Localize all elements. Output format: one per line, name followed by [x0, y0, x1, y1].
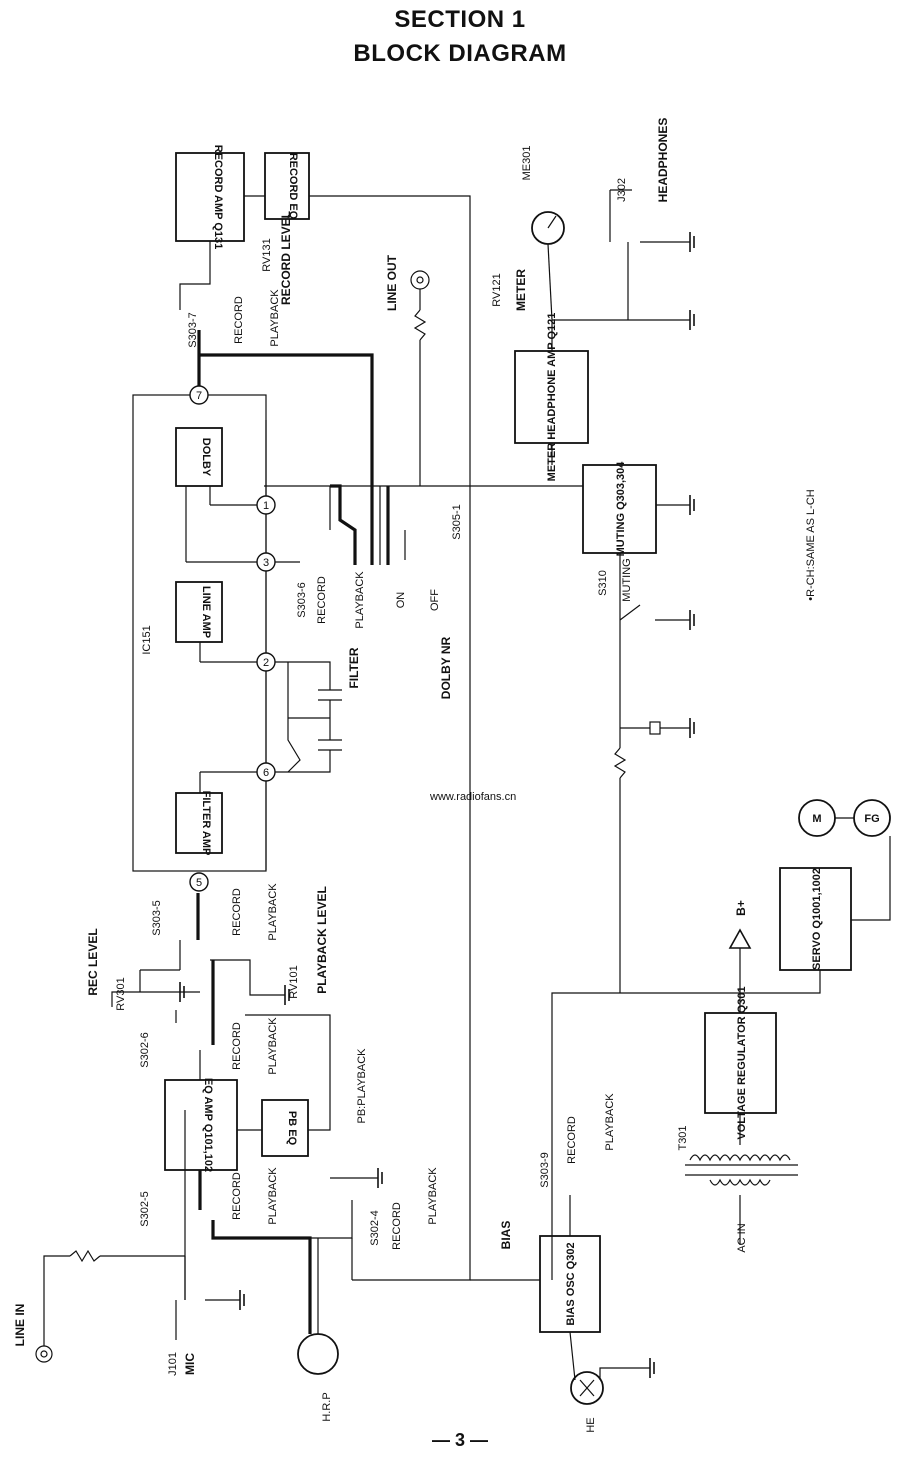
s303-7-playback: PLAYBACK — [269, 289, 281, 347]
s303-6-record: RECORD — [316, 576, 328, 624]
s302-6-label: S302-6 — [139, 1032, 151, 1067]
record-eq-label: RECORD EQ — [287, 153, 299, 220]
s303-5-record: RECORD — [231, 888, 243, 936]
pin-2-label: 2 — [263, 657, 269, 669]
record-eq-bias-wire — [309, 195, 471, 1281]
record-amp-block — [175, 152, 245, 242]
j101-label: J101 — [167, 1352, 179, 1376]
pin-7-label: 7 — [196, 390, 202, 402]
me301-label: ME301 — [521, 146, 533, 181]
pb-eq-label: PB EQ — [286, 1111, 298, 1146]
s305-1-label: S305-1 — [451, 504, 463, 539]
line-amp-label: LINE AMP — [200, 586, 212, 638]
ground-symbols — [179, 232, 695, 1378]
diagram-title: BLOCK DIAGRAM — [353, 40, 567, 67]
off-label: OFF — [429, 589, 441, 611]
s303-6-label: S303-6 — [296, 582, 308, 617]
pin-7 — [189, 385, 209, 405]
bias-osc-label: BIAS OSC Q302 — [565, 1242, 577, 1325]
s310-label: S310 — [597, 570, 609, 596]
rv301-label: RV301 — [115, 977, 127, 1010]
filter-amp-label: FILTER AMP — [200, 791, 212, 856]
s303-7-label: S303-7 — [187, 312, 199, 347]
muting-block-label: MUTING Q303,304 — [615, 461, 627, 557]
motor-label: M — [812, 813, 821, 825]
pin-3-label: 3 — [263, 557, 269, 569]
s302-6-record: RECORD — [231, 1022, 243, 1070]
servo-label: SERVO Q1001,1002 — [811, 868, 823, 970]
muting-switch-label: MUTING — [621, 558, 633, 601]
servo-block — [779, 867, 852, 971]
voltage-regulator-label: VOLTAGE REGULATOR Q301 — [736, 986, 748, 1139]
dolby-nr-label: DOLBY NR — [439, 636, 453, 699]
rec-level-label: REC LEVEL — [86, 928, 100, 995]
ac-in-label: AC IN — [736, 1223, 748, 1252]
hrp-label: H.R.P — [321, 1392, 333, 1421]
line-amp-block — [175, 581, 223, 643]
rch-note: •R-CH:SAME AS L-CH — [805, 489, 817, 600]
s303-9-playback: PLAYBACK — [604, 1093, 616, 1151]
he-label: HE — [585, 1417, 597, 1432]
s302-4-record: RECORD — [391, 1202, 403, 1250]
s302-5-playback: PLAYBACK — [267, 1167, 279, 1225]
record-eq-block — [264, 152, 310, 220]
s303-5-playback: PLAYBACK — [267, 883, 279, 941]
pin-3 — [256, 552, 276, 572]
eq-amp-label: EQ AMP Q101,102 — [202, 1078, 214, 1172]
pb-eq-block — [261, 1099, 309, 1157]
record-amp-label: RECORD AMP Q131 — [212, 145, 224, 250]
dolby-block — [175, 427, 223, 487]
s302-5-record: RECORD — [231, 1172, 243, 1220]
headphones-label: HEADPHONES — [656, 118, 670, 203]
rv131-label: RV131 — [261, 238, 273, 271]
pin-5 — [189, 872, 209, 892]
pb-playback-note: PB:PLAYBACK — [356, 1048, 368, 1124]
s302-4-label: S302-4 — [369, 1210, 381, 1245]
ic151-label: IC151 — [141, 625, 153, 654]
s303-5-label: S303-5 — [151, 900, 163, 935]
meter-label: METER — [514, 269, 528, 311]
s302-6-playback: PLAYBACK — [267, 1017, 279, 1075]
rv121-label: RV121 — [491, 273, 503, 306]
watermark: www.radiofans.cn — [429, 791, 516, 803]
playback-level-label: PLAYBACK LEVEL — [315, 886, 329, 994]
page-number: — 3 — — [431, 1430, 488, 1450]
filter-amp-block — [175, 792, 223, 854]
record-level-label: RECORD LEVEL — [279, 211, 293, 305]
j302-label: J302 — [616, 178, 628, 202]
b-plus-label: B+ — [734, 900, 748, 916]
s303-7-record: RECORD — [233, 296, 245, 344]
section-title: SECTION 1 — [394, 6, 526, 33]
s302-4-playback: PLAYBACK — [427, 1167, 439, 1225]
line-in-label: LINE IN — [13, 1304, 27, 1347]
s303-9-label: S303-9 — [539, 1152, 551, 1187]
on-label: ON — [395, 592, 407, 609]
rv101-label: RV101 — [288, 965, 300, 998]
t301-label: T301 — [677, 1125, 689, 1150]
pin-1 — [256, 495, 276, 515]
pin-2 — [256, 652, 276, 672]
bias-label: BIAS — [499, 1221, 513, 1250]
line-out-label: LINE OUT — [385, 254, 399, 311]
pin-1-label: 1 — [263, 500, 269, 512]
fg-label: FG — [864, 813, 879, 825]
pin-5-label: 5 — [196, 877, 202, 889]
eq-amp-block — [164, 1079, 238, 1171]
filter-label: FILTER — [347, 647, 361, 688]
dolby-label: DOLBY — [200, 438, 212, 477]
mic-label: MIC — [183, 1353, 197, 1375]
pin-6 — [256, 762, 276, 782]
s302-5-label: S302-5 — [139, 1191, 151, 1226]
s303-9-record: RECORD — [566, 1116, 578, 1164]
meter-amp-label: METER HEADPHONE AMP Q121 — [546, 313, 558, 482]
pin-6-label: 6 — [263, 767, 269, 779]
s303-6-playback: PLAYBACK — [354, 571, 366, 629]
